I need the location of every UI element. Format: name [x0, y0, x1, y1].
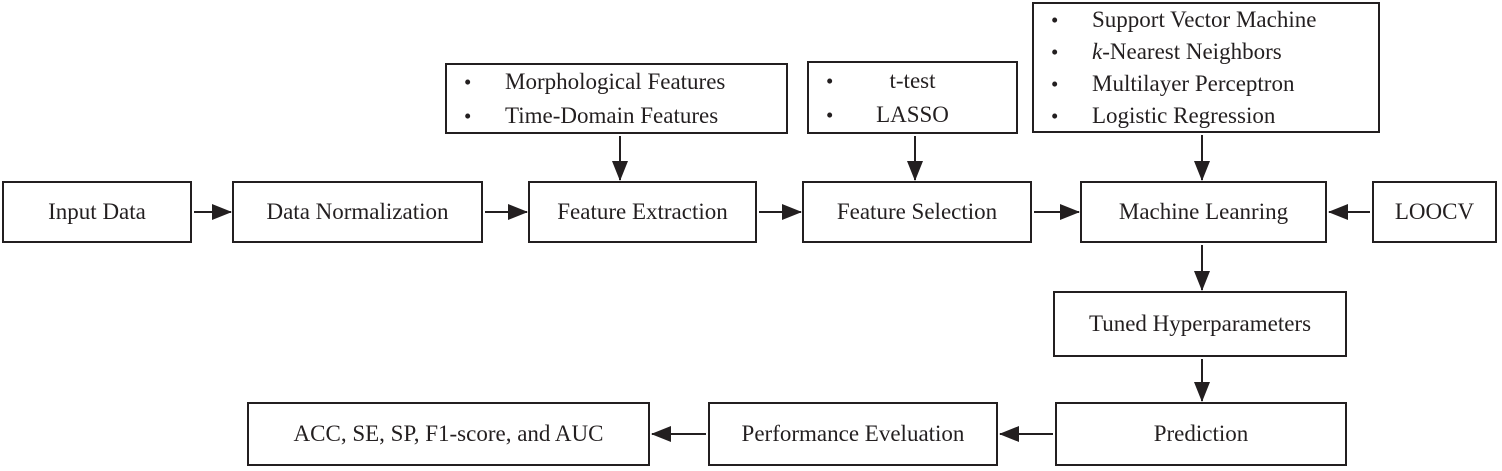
list-item-label: Support Vector Machine	[1092, 6, 1317, 32]
node-label: Data Normalization	[266, 199, 449, 224]
bullet-icon: •	[826, 102, 834, 127]
node-label: Input Data	[48, 199, 146, 224]
bullet-icon: •	[1051, 71, 1059, 96]
list-item: • k-Nearest Neighbors	[1034, 36, 1378, 68]
node-label: Feature Selection	[836, 199, 998, 224]
list-item: • Morphological Features	[447, 65, 786, 99]
bullet-list: • Support Vector Machine • k-Nearest Nei…	[1034, 4, 1378, 132]
list-item-label: Logistic Regression	[1092, 102, 1276, 128]
list-item: • Time-Domain Features	[447, 99, 786, 133]
node-tuned-hyperparameters: Tuned Hyperparameters	[1053, 291, 1347, 357]
node-performance-evaluation: Performance Eveluation	[708, 402, 998, 466]
list-item-label: t-test	[889, 67, 936, 93]
node-prediction: Prediction	[1055, 402, 1347, 466]
node-machine-learning: Machine Leanring	[1080, 181, 1327, 243]
node-feature-selection: Feature Selection	[802, 181, 1032, 243]
list-item: • LASSO	[809, 98, 1016, 132]
bullet-icon: •	[464, 103, 472, 128]
node-label: Prediction	[1153, 421, 1249, 446]
list-item-label: LASSO	[876, 101, 949, 127]
node-label: Machine Leanring	[1118, 199, 1289, 224]
list-item-label: Time-Domain Features	[505, 102, 719, 128]
bullet-list: • t-test • LASSO	[809, 64, 1016, 132]
node-label: Feature Extraction	[557, 199, 728, 224]
bullet-icon: •	[1051, 103, 1059, 128]
list-item-label: k-Nearest Neighbors	[1092, 38, 1282, 64]
bullet-icon: •	[826, 68, 834, 93]
list-item-label: Morphological Features	[505, 68, 726, 94]
annotation-selection-methods: • t-test • LASSO	[807, 61, 1018, 134]
node-feature-extraction: Feature Extraction	[528, 181, 757, 243]
node-label: Tuned Hyperparameters	[1088, 311, 1312, 336]
bullet-icon: •	[1051, 39, 1059, 64]
node-evaluation-metrics: ACC, SE, SP, F1-score, and AUC	[247, 402, 650, 466]
node-label: LOOCV	[1394, 199, 1475, 224]
node-input-data: Input Data	[2, 181, 192, 243]
bullet-list: • Morphological Features • Time-Domain F…	[447, 65, 786, 133]
list-item: • Support Vector Machine	[1034, 4, 1378, 36]
list-item: • Multilayer Perceptron	[1034, 68, 1378, 100]
node-data-normalization: Data Normalization	[232, 181, 483, 243]
list-item-label: Multilayer Perceptron	[1092, 70, 1295, 96]
bullet-icon: •	[1051, 7, 1059, 32]
node-loocv: LOOCV	[1372, 181, 1497, 243]
node-label: ACC, SE, SP, F1-score, and AUC	[293, 421, 604, 446]
annotation-extraction-methods: • Morphological Features • Time-Domain F…	[445, 63, 788, 134]
bullet-icon: •	[464, 69, 472, 94]
list-item: • Logistic Regression	[1034, 100, 1378, 132]
list-item: • t-test	[809, 64, 1016, 98]
annotation-ml-models: • Support Vector Machine • k-Nearest Nei…	[1032, 2, 1380, 133]
node-label: Performance Eveluation	[741, 421, 965, 446]
